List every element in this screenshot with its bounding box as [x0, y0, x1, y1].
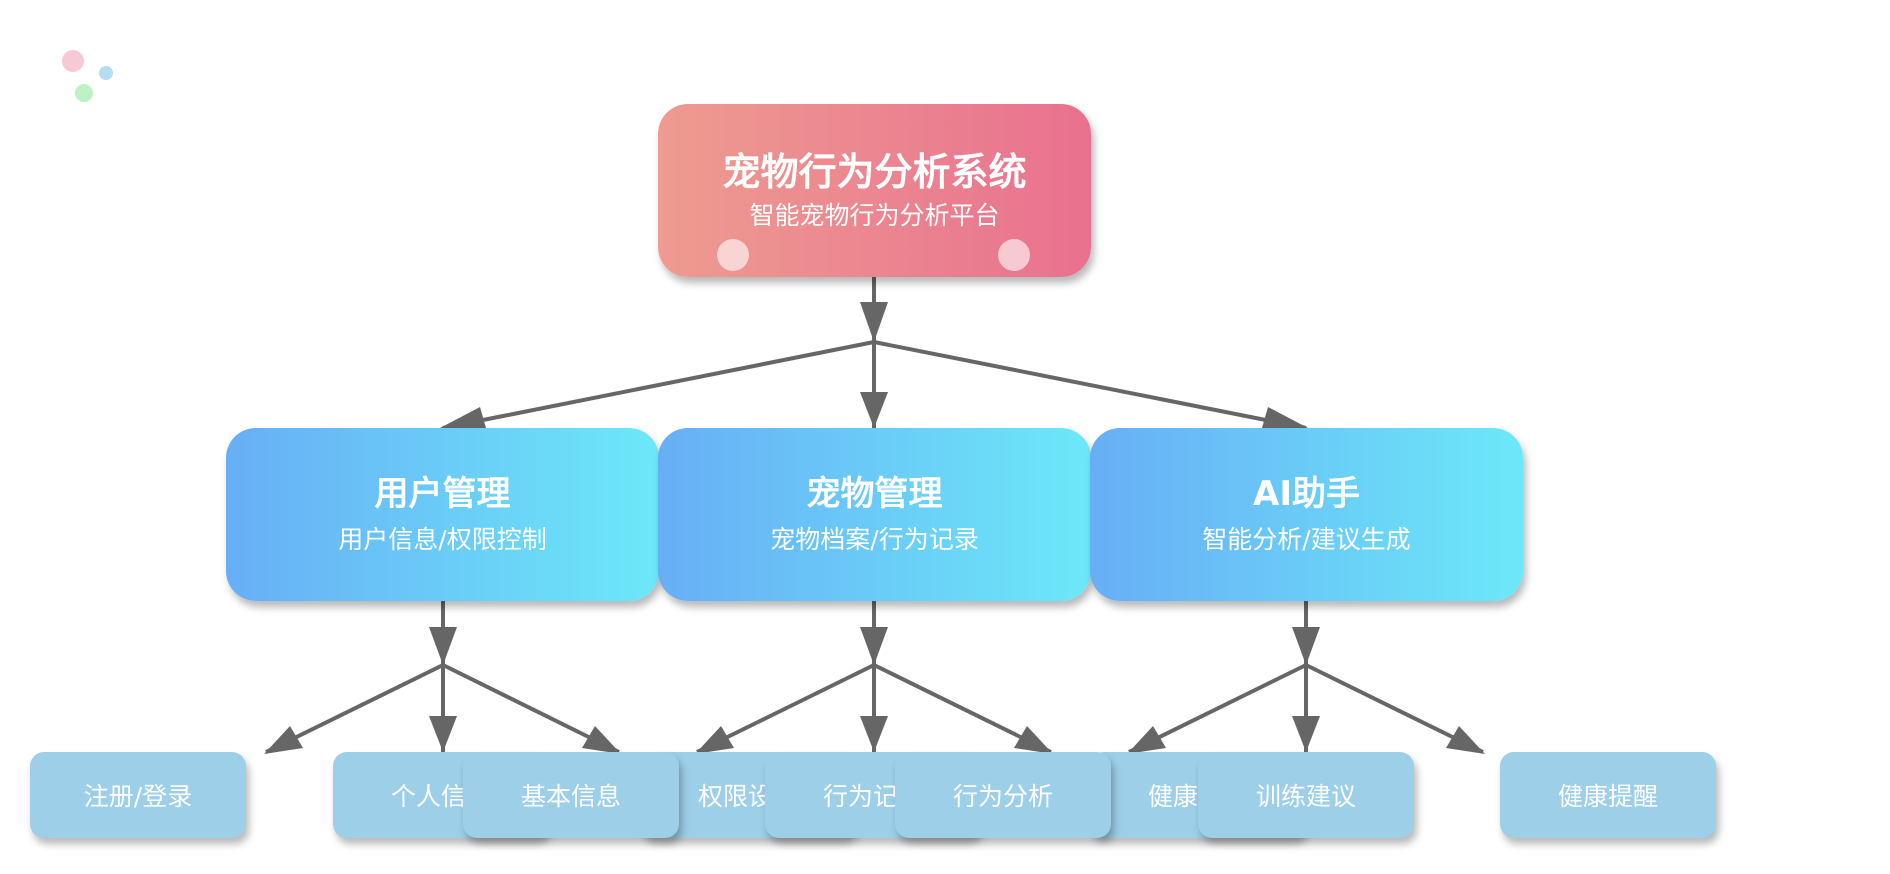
module-subtitle: 智能分析/建议生成 — [1202, 524, 1411, 554]
arrowhead — [1292, 627, 1320, 665]
arrowhead — [1262, 407, 1308, 428]
arrowhead — [440, 407, 486, 428]
arrowhead — [860, 716, 888, 752]
leaf-node-register-login[interactable]: 注册/登录 — [30, 752, 246, 838]
root-title: 宠物行为分析系统 — [722, 149, 1027, 194]
arrowhead — [1127, 726, 1166, 754]
arrowhead — [582, 726, 621, 754]
module-title: AI助手 — [1253, 473, 1360, 514]
leaf-node-behavior-analysis[interactable]: 行为分析 — [895, 752, 1111, 838]
arrowhead — [860, 627, 888, 665]
arrowhead — [695, 726, 734, 754]
arrowhead — [429, 716, 457, 752]
arrowhead — [429, 627, 457, 665]
edge-root-ai — [873, 340, 1307, 430]
edge-root-user-mgmt — [442, 340, 875, 430]
root-node[interactable]: 宠物行为分析系统 智能宠物行为分析平台 — [658, 104, 1091, 277]
leaf-node-basic-info[interactable]: 基本信息 — [463, 752, 679, 838]
module-subtitle: 宠物档案/行为记录 — [770, 524, 979, 554]
decorative-dot-pink — [62, 50, 84, 72]
arrowhead — [264, 726, 303, 754]
module-title: 用户管理 — [374, 473, 511, 514]
arrowhead — [1014, 726, 1053, 754]
root-subtitle: 智能宠物行为分析平台 — [749, 200, 1000, 230]
leaf-node-training-advice[interactable]: 训练建议 — [1198, 752, 1414, 838]
root-decorative-dot-right — [998, 239, 1030, 271]
module-subtitle: 用户信息/权限控制 — [338, 524, 547, 554]
arrowhead — [1446, 726, 1485, 754]
module-title: 宠物管理 — [806, 473, 943, 514]
root-decorative-dot-left — [717, 239, 749, 271]
arrowhead — [1292, 716, 1320, 752]
decorative-dot-green — [75, 84, 93, 102]
arrowhead — [860, 302, 888, 342]
arrowhead — [860, 392, 888, 428]
module-node-user-management[interactable]: 用户管理 用户信息/权限控制 — [226, 428, 659, 601]
leaf-node-health-reminder[interactable]: 健康提醒 — [1500, 752, 1716, 838]
decorative-dot-blue — [99, 66, 113, 80]
module-node-ai-assistant[interactable]: AI助手 智能分析/建议生成 — [1090, 428, 1523, 601]
module-node-pet-management[interactable]: 宠物管理 宠物档案/行为记录 — [658, 428, 1091, 601]
